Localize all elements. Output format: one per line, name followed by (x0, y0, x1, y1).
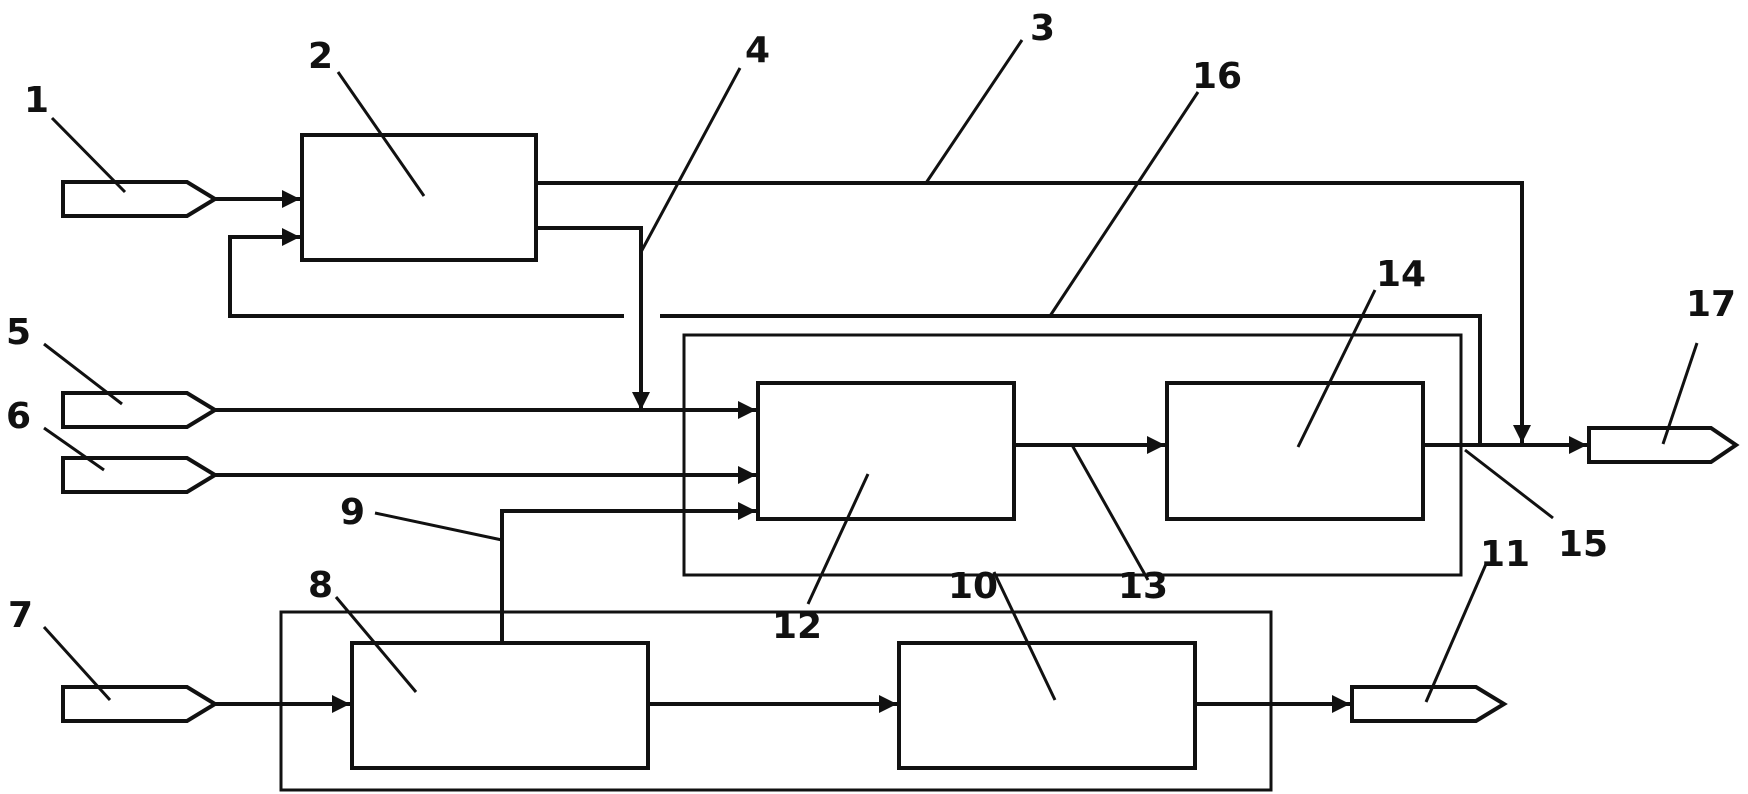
label-16: 16 (1192, 56, 1242, 97)
port-6-input (61, 456, 219, 494)
label-3: 3 (1030, 8, 1055, 49)
label-1: 1 (24, 80, 49, 121)
label-5: 5 (6, 312, 31, 353)
label-8: 8 (308, 565, 333, 606)
leader-15 (1464, 448, 1554, 520)
leader-8 (334, 596, 418, 693)
leader-4 (639, 67, 742, 253)
leader-6 (43, 426, 105, 472)
unit-2-box (300, 133, 538, 262)
upper-system-frame (682, 333, 1463, 577)
lower-system-frame (279, 610, 1273, 792)
unit-8-box (350, 641, 650, 770)
leader-13 (1070, 444, 1150, 581)
leader-3 (924, 39, 1024, 184)
leader-14 (1296, 289, 1377, 448)
label-17: 17 (1686, 284, 1736, 325)
unit-12-box (756, 381, 1016, 521)
flow-9-8-to-12 (500, 502, 758, 645)
label-15: 15 (1558, 524, 1608, 565)
label-2: 2 (308, 36, 333, 77)
label-6: 6 (6, 396, 31, 437)
label-4: 4 (745, 30, 770, 71)
leader-1 (50, 116, 127, 194)
label-14: 14 (1376, 254, 1426, 295)
label-9: 9 (340, 492, 365, 533)
unit-10-box (897, 641, 1197, 770)
label-10: 10 (948, 566, 998, 607)
label-11: 11 (1480, 534, 1530, 575)
leader-9 (374, 511, 503, 542)
flow-16-recycle-to-2 (228, 237, 1482, 337)
leader-10 (992, 571, 1057, 701)
label-7: 7 (8, 595, 33, 636)
port-7-input (61, 685, 219, 723)
port-5-input (61, 391, 219, 429)
leader-12 (806, 473, 870, 605)
leader-16 (1048, 91, 1200, 317)
leader-17 (1661, 342, 1699, 445)
leader-11 (1424, 563, 1488, 703)
port-1-input (61, 180, 219, 218)
leader-5 (43, 342, 123, 406)
port-11-output (1350, 685, 1508, 723)
flow-4-to-12 (534, 226, 650, 412)
port-17-output (1587, 426, 1740, 464)
unit-14-box (1165, 381, 1425, 521)
label-13: 13 (1118, 566, 1168, 607)
leader-2 (336, 71, 426, 197)
leader-7 (42, 625, 112, 702)
flow-3-to-17 (534, 181, 1531, 445)
label-12: 12 (772, 606, 822, 647)
